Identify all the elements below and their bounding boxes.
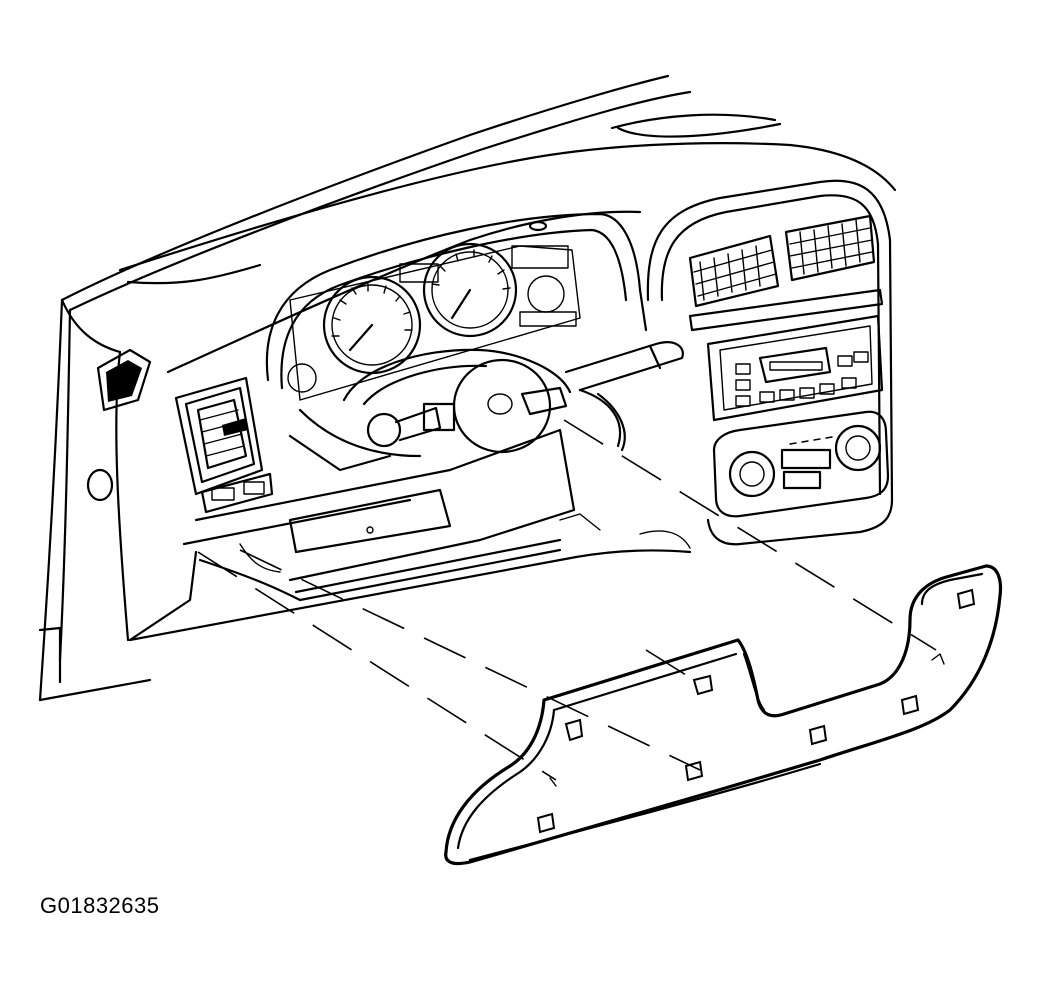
alignment-lines bbox=[197, 419, 937, 781]
center-stack bbox=[646, 179, 894, 546]
knee-bolster-panel bbox=[444, 564, 1003, 866]
lower-dash-opening bbox=[128, 428, 692, 642]
retainer-clips bbox=[536, 588, 976, 834]
dash-left-side bbox=[38, 298, 152, 702]
figure-id-label: G01832635 bbox=[40, 893, 160, 918]
dashboard-top bbox=[60, 74, 897, 374]
left-air-vent bbox=[174, 376, 274, 514]
instrument-cluster bbox=[265, 212, 648, 401]
steering-column bbox=[288, 341, 684, 472]
